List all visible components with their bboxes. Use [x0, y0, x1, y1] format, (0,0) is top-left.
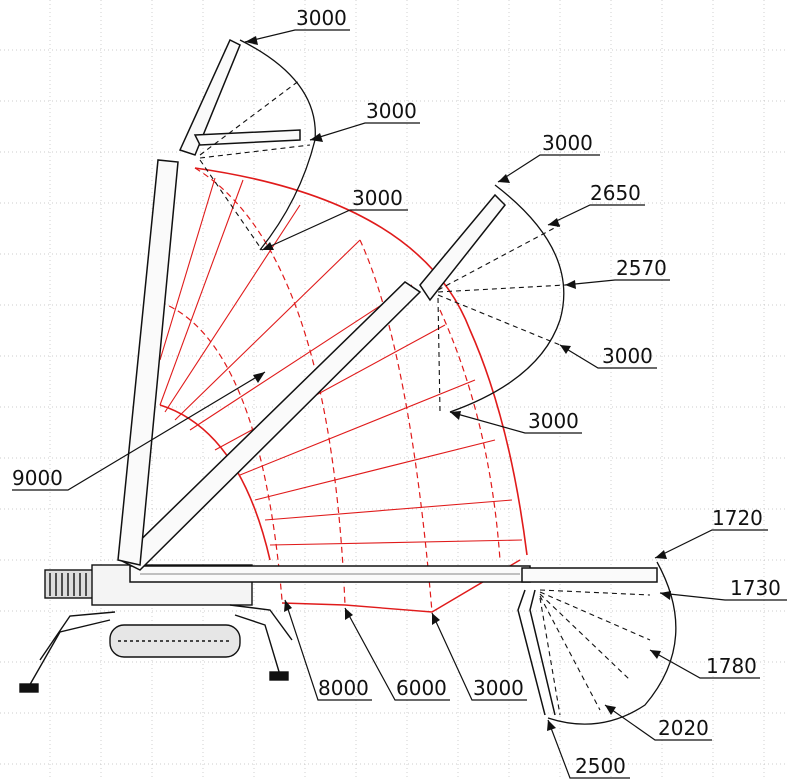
dim-label-13: 2020 — [658, 716, 709, 740]
dim-label-3: 3000 — [352, 186, 403, 210]
dim-label-11: 1730 — [730, 576, 781, 600]
dim-label-10: 1720 — [712, 506, 763, 530]
dim-label-2: 3000 — [366, 99, 417, 123]
arrowheads — [245, 36, 671, 731]
dim-label-15: 8000 — [318, 676, 369, 700]
dim-label-12: 1780 — [706, 654, 757, 678]
dim-label-7: 3000 — [602, 344, 653, 368]
leader-lines — [12, 29, 787, 779]
dimension-labels: 3000 3000 3000 3000 2650 2570 3000 3000 … — [12, 6, 781, 778]
dim-label-8: 3000 — [528, 409, 579, 433]
boom-vertical — [117, 38, 316, 566]
dim-label-17: 3000 — [473, 676, 524, 700]
dim-label-4: 3000 — [542, 131, 593, 155]
dim-label-6: 2570 — [616, 256, 667, 280]
dim-label-5: 2650 — [590, 181, 641, 205]
boom-horizontal — [129, 561, 677, 725]
crane-base — [19, 564, 293, 693]
boom-diagonal — [118, 184, 566, 571]
dim-label-14: 2500 — [575, 754, 626, 778]
dim-label-16: 6000 — [396, 676, 447, 700]
dim-label-9: 9000 — [12, 466, 63, 490]
dim-label-1: 3000 — [296, 6, 347, 30]
